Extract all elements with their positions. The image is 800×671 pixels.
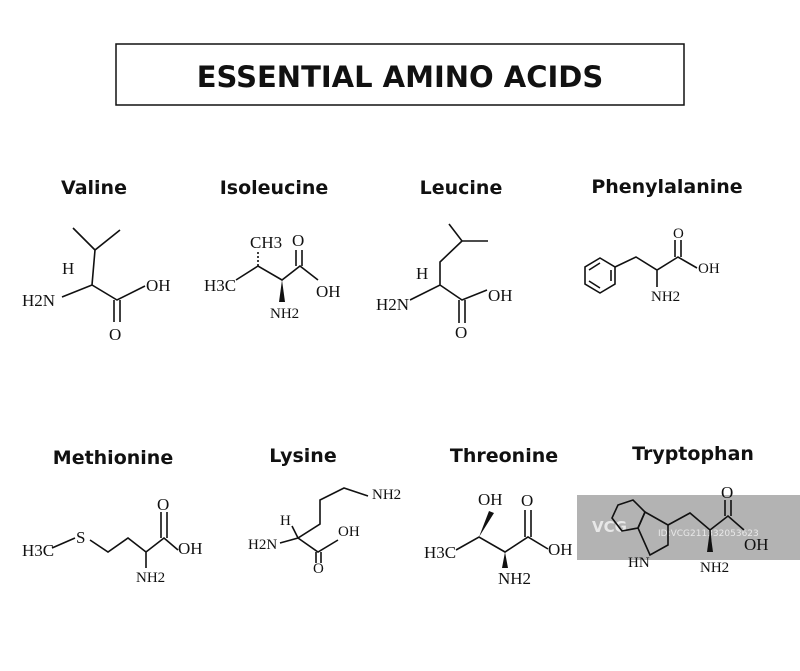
atom-label: OH — [338, 524, 360, 540]
atom-label: O — [292, 231, 304, 250]
atom-label: OH — [478, 490, 503, 509]
name-isoleucine: Isoleucine — [220, 177, 329, 199]
atom-label: H2N — [376, 295, 409, 314]
atom-label: NH2 — [270, 306, 299, 322]
name-leucine: Leucine — [420, 177, 503, 199]
name-tryptophan: Tryptophan — [632, 443, 754, 465]
structure-methionine: H3C S O OH NH2 — [22, 495, 203, 586]
structure-threonine: OH O H3C OH NH2 — [424, 490, 573, 588]
atom-label: OH — [744, 535, 769, 554]
atom-label: O — [673, 226, 684, 242]
atom-label: CH3 — [250, 233, 282, 252]
atom-label: H2N — [22, 291, 55, 310]
atom-label: O — [109, 325, 121, 344]
structure-valine: H H2N OH O — [22, 227, 171, 344]
atom-label: O — [521, 491, 533, 510]
atom-label: NH2 — [372, 487, 401, 503]
atom-label: O — [455, 323, 467, 342]
atom-label: OH — [146, 276, 171, 295]
atom-label: H3C — [204, 276, 236, 295]
structure-tryptophan: HN O OH NH2 — [611, 483, 769, 576]
atom-label: HN — [628, 555, 650, 571]
atom-label: H3C — [22, 541, 54, 560]
atom-label: H — [280, 513, 291, 529]
name-phenylalanine: Phenylalanine — [591, 176, 742, 198]
watermark-logo: VCG — [592, 518, 627, 536]
atom-label: O — [721, 483, 733, 502]
structure-lysine: NH2 H H2N OH O — [248, 487, 401, 577]
structure-phenylalanine: O OH NH2 — [584, 226, 720, 305]
name-lysine: Lysine — [269, 445, 336, 467]
atom-label: H — [62, 259, 74, 278]
atom-label: H2N — [248, 537, 277, 553]
atom-label: OH — [488, 286, 513, 305]
atom-label: OH — [316, 282, 341, 301]
page-title: ESSENTIAL AMINO ACIDS — [197, 60, 604, 94]
atom-label: OH — [698, 261, 720, 277]
atom-label: H3C — [424, 543, 456, 562]
name-valine: Valine — [61, 177, 127, 199]
atom-label: O — [313, 561, 324, 577]
atom-label: NH2 — [136, 570, 165, 586]
atom-label: OH — [548, 540, 573, 559]
atom-label: H — [416, 264, 428, 283]
name-methionine: Methionine — [53, 447, 173, 469]
atom-label: S — [76, 528, 85, 547]
atom-label: NH2 — [700, 560, 729, 576]
atom-label: OH — [178, 539, 203, 558]
structure-isoleucine: CH3 H3C O OH NH2 — [204, 231, 341, 322]
name-threonine: Threonine — [450, 445, 558, 467]
structure-leucine: H H2N OH O — [376, 223, 513, 342]
atom-label: O — [157, 495, 169, 514]
watermark: VCG ID:VCG211332053623 — [577, 495, 800, 560]
title-box — [115, 43, 685, 106]
watermark-id: ID:VCG211332053623 — [658, 529, 759, 539]
atom-label: NH2 — [651, 289, 680, 305]
atom-label: NH2 — [498, 569, 531, 588]
